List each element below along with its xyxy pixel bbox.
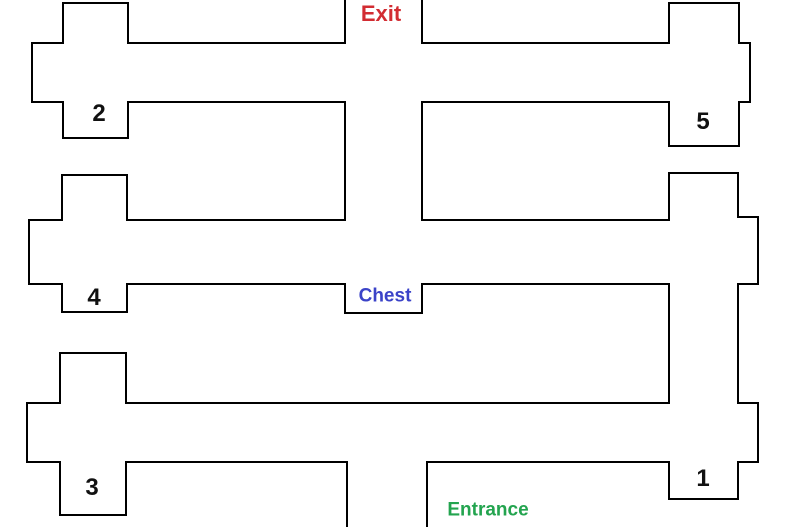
- entrance-label: Entrance: [447, 499, 529, 521]
- room-number-label: 5: [696, 108, 710, 135]
- exit-label: Exit: [360, 1, 402, 26]
- room-number-label: 3: [85, 474, 99, 501]
- room-number-label: 4: [87, 284, 101, 311]
- chest-label: Chest: [358, 285, 412, 307]
- room-number-label: 2: [92, 100, 106, 127]
- room-number-label: 1: [696, 465, 710, 492]
